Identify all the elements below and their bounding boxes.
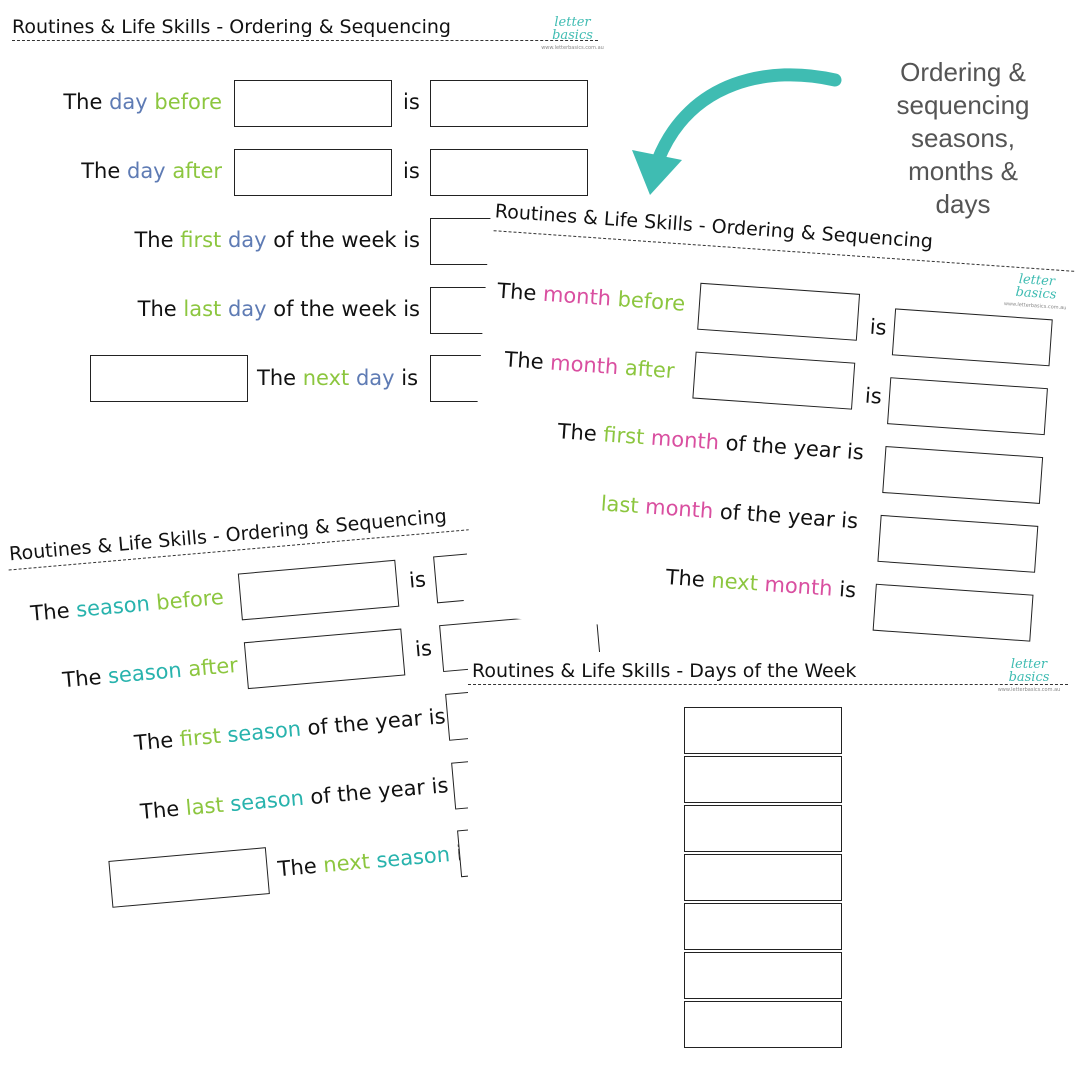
season-before-row: The season before	[29, 584, 225, 626]
first-season-row: The first season of the year is	[133, 704, 447, 756]
day-before-row: The day before	[63, 90, 222, 114]
day-box[interactable]	[684, 756, 842, 803]
last-day-row: The last day of the week is	[137, 297, 420, 321]
callout-line: days	[935, 189, 991, 219]
callout-text: Ordering & sequencing seasons, months & …	[868, 56, 1058, 221]
day-box[interactable]	[684, 805, 842, 852]
is-label: is	[864, 383, 883, 409]
day-after-row: The day after	[81, 159, 222, 183]
last-season-row: The last season of the year is	[139, 773, 450, 824]
answer-box[interactable]	[882, 446, 1044, 504]
day-box[interactable]	[684, 1001, 842, 1048]
next-day-row: The next day is	[257, 366, 419, 390]
is-label: is	[408, 567, 427, 593]
is-label: is	[403, 90, 420, 114]
sheet-title: Routines & Life Skills - Ordering & Sequ…	[8, 505, 448, 566]
days-of-week-worksheet: Routines & Life Skills - Days of the Wee…	[468, 652, 1080, 1080]
months-worksheet: Routines & Life Skills - Ordering & Sequ…	[462, 196, 1080, 657]
brand-logo: letter basics www.letterbasics.com.au	[997, 272, 1075, 316]
brand-url: www.letterbasics.com.au	[997, 687, 1061, 693]
is-label: is	[414, 635, 433, 662]
day-box[interactable]	[684, 903, 842, 950]
season-after-row: The season after	[61, 652, 239, 693]
answer-box[interactable]	[872, 583, 1034, 642]
month-after-row: The month after	[503, 347, 676, 384]
day-box[interactable]	[684, 707, 842, 754]
brand-name: letter basics	[1015, 271, 1057, 303]
callout-line: sequencing	[896, 90, 1030, 120]
dashed-divider	[12, 40, 598, 41]
answer-box[interactable]	[692, 351, 856, 410]
callout-line: months &	[908, 156, 1018, 186]
brand-logo: letter basics www.letterbasics.com.au	[535, 16, 610, 55]
answer-box[interactable]	[108, 847, 270, 908]
day-box[interactable]	[684, 952, 842, 999]
answer-box[interactable]	[697, 282, 861, 341]
answer-box[interactable]	[430, 149, 588, 196]
curved-arrow-icon	[632, 68, 842, 195]
answer-box[interactable]	[430, 80, 588, 127]
next-month-row: The next month is	[665, 565, 857, 603]
brand-name: letter basics	[552, 15, 593, 43]
answer-box[interactable]	[891, 308, 1053, 367]
day-box[interactable]	[684, 854, 842, 901]
month-before-row: The month before	[496, 278, 686, 316]
answer-box[interactable]	[877, 514, 1039, 573]
answer-box[interactable]	[234, 149, 392, 196]
last-month-row: last month of the year is	[599, 491, 859, 534]
callout-line: seasons,	[910, 123, 1016, 153]
is-label: is	[403, 159, 420, 183]
brand-logo: letter basics www.letterbasics.com.au	[994, 658, 1064, 697]
answer-box[interactable]	[90, 355, 248, 402]
callout-line: Ordering &	[900, 57, 1026, 87]
first-day-row: The first day of the week is	[134, 228, 420, 252]
brand-url: www.letterbasics.com.au	[1003, 300, 1067, 312]
dashed-divider	[468, 684, 1068, 685]
answer-box[interactable]	[243, 628, 406, 690]
brand-name: letter basics	[1008, 657, 1050, 685]
sheet-title: Routines & Life Skills - Days of the Wee…	[472, 660, 857, 682]
answer-box[interactable]	[887, 377, 1048, 436]
brand-url: www.letterbasics.com.au	[541, 45, 604, 51]
answer-box[interactable]	[237, 559, 400, 621]
sheet-title: Routines & Life Skills - Ordering & Sequ…	[12, 16, 451, 38]
next-season-row: The next season is	[276, 840, 475, 882]
answer-box[interactable]	[234, 80, 392, 127]
first-month-row: The first month of the year is	[556, 419, 865, 465]
is-label: is	[868, 314, 888, 340]
